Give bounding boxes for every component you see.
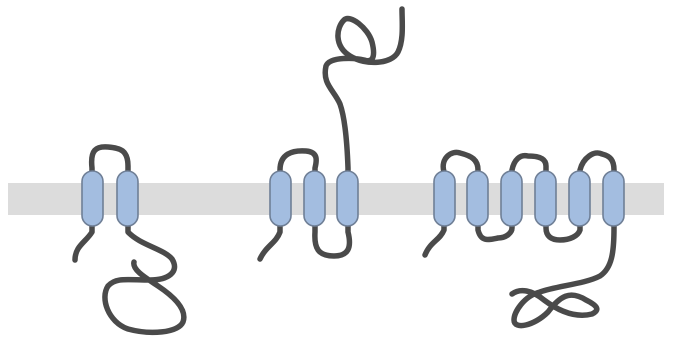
- polypeptide-chain: [422, 149, 617, 329]
- transmembrane-helix-1: [81, 170, 104, 227]
- polypeptide-chain: [72, 144, 187, 336]
- two-pass-protein: [72, 144, 187, 336]
- transmembrane-helix-4: [534, 170, 557, 227]
- transmembrane-helix-1: [433, 170, 456, 227]
- transmembrane-helix-2: [466, 170, 489, 227]
- transmembrane-helix-1: [269, 170, 292, 227]
- transmembrane-helix-2: [303, 170, 326, 227]
- polypeptide-chain: [257, 6, 406, 262]
- transmembrane-helix-3: [336, 170, 359, 227]
- lipid-bilayer: [8, 183, 664, 215]
- transmembrane-helix-3: [500, 170, 523, 227]
- transmembrane-helix-5: [568, 170, 591, 227]
- transmembrane-helix-2: [116, 170, 139, 227]
- transmembrane-helix-6: [602, 170, 625, 227]
- six-pass-protein: [422, 149, 625, 329]
- three-pass-protein: [257, 6, 406, 262]
